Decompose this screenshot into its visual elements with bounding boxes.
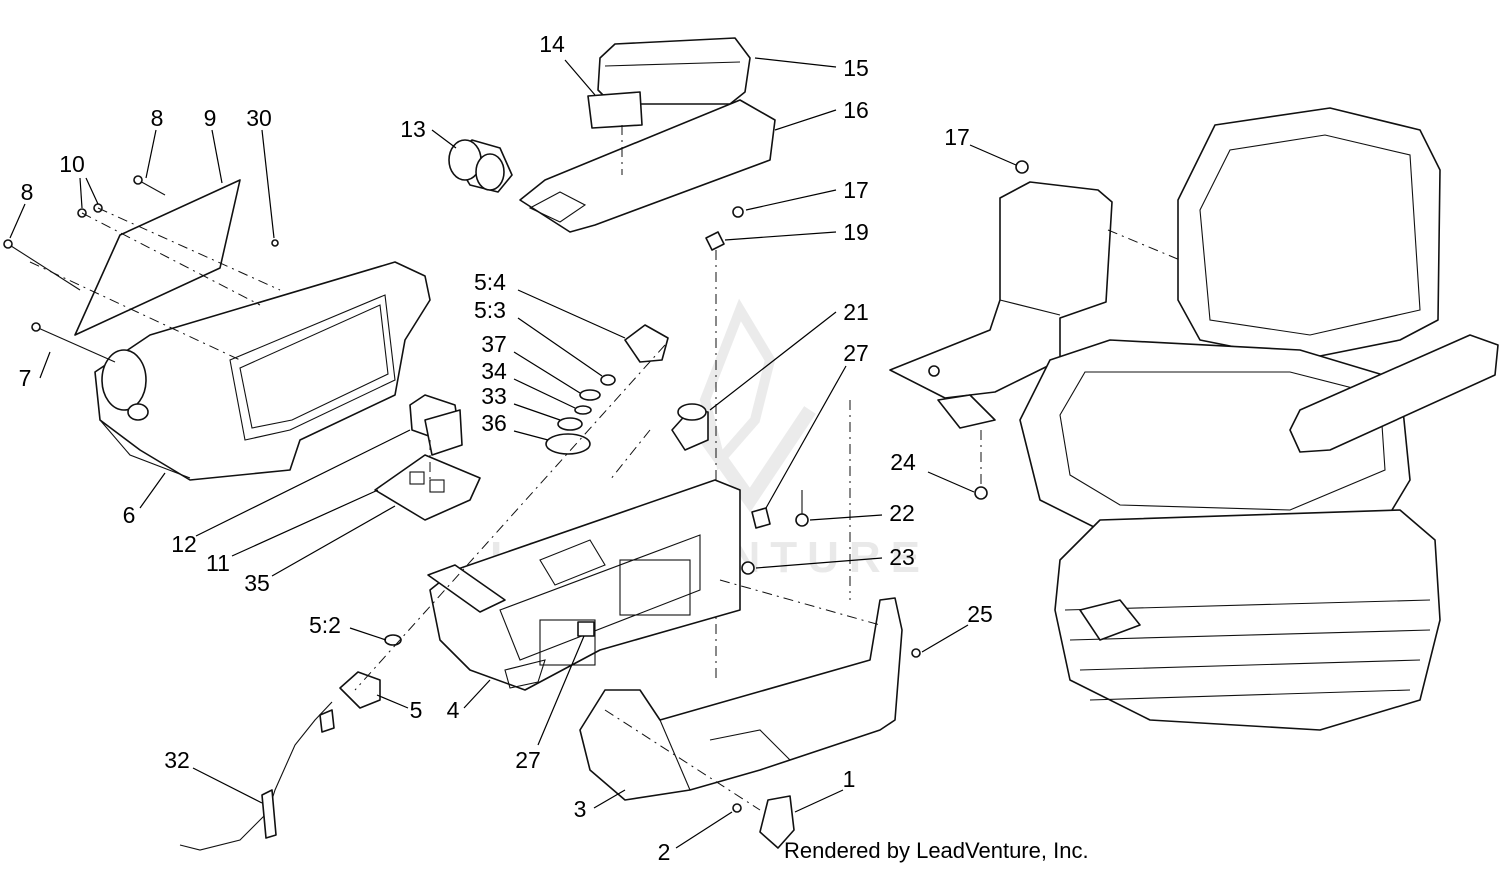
lower-cover-3 <box>579 400 921 849</box>
callout-c27a: 27 <box>843 340 869 366</box>
callout-c54: 5:4 <box>474 269 506 295</box>
connector-parts <box>179 324 809 851</box>
callout-c6: 6 <box>123 502 136 528</box>
seal-5-2 <box>384 634 402 646</box>
callout-c8b: 8 <box>21 179 34 205</box>
callout-c24: 24 <box>890 449 916 475</box>
nut-27-lower <box>577 621 595 637</box>
seat-suspension <box>1054 509 1441 731</box>
wire-harness-32 <box>179 701 333 851</box>
callout-c13: 13 <box>400 116 426 142</box>
callout-c52: 5:2 <box>309 612 341 638</box>
connector-5-4 <box>624 324 669 363</box>
callout-c10: 10 <box>59 151 85 177</box>
switch-and-plate <box>374 394 481 521</box>
callout-c2: 2 <box>658 839 671 865</box>
nut-27-upper <box>751 507 771 529</box>
callout-c5: 5 <box>410 697 423 723</box>
connector-5 <box>339 671 381 709</box>
callout-c36: 36 <box>481 410 507 436</box>
callout-c9: 9 <box>204 105 217 131</box>
plate-11 <box>374 454 481 521</box>
nut-23 <box>741 561 755 575</box>
washer-34 <box>574 405 592 415</box>
credit-text: Rendered by LeadVenture, Inc. <box>784 838 1089 863</box>
callout-c21: 21 <box>843 299 869 325</box>
gasket-36 <box>545 433 591 455</box>
callout-c53: 5:3 <box>474 297 506 323</box>
callout-c12: 12 <box>171 531 197 557</box>
seal-5-3 <box>600 374 616 386</box>
armrest-assembly <box>448 37 776 680</box>
callout-c16: 16 <box>843 97 869 123</box>
callout-c37: 37 <box>481 331 507 357</box>
callout-c15: 15 <box>843 55 869 81</box>
callout-c8a: 8 <box>151 105 164 131</box>
callout-c1: 1 <box>843 766 856 792</box>
console-frame-4 <box>427 479 741 691</box>
callout-c19: 19 <box>843 219 869 245</box>
bolt-22 <box>795 513 809 527</box>
callout-c11: 11 <box>206 550 230 576</box>
side-cover-6 <box>94 261 431 481</box>
callout-c30: 30 <box>246 105 272 131</box>
switch-1 <box>759 795 795 849</box>
callout-c32: 32 <box>164 747 190 773</box>
washer-33 <box>557 417 583 431</box>
callout-c4: 4 <box>447 697 460 723</box>
callout-c3: 3 <box>574 796 587 822</box>
callout-c23: 23 <box>889 544 915 570</box>
callout-c17b: 17 <box>944 124 970 150</box>
left-side-cover <box>3 175 431 481</box>
nut-17 <box>732 206 744 218</box>
callout-c35: 35 <box>244 570 270 596</box>
decal-panel-9 <box>74 179 241 336</box>
callout-c34: 34 <box>481 358 507 384</box>
bolt-24 <box>974 486 988 500</box>
seat-armrest <box>1289 334 1499 453</box>
callout-c27b: 27 <box>515 747 541 773</box>
clip-19 <box>705 231 725 251</box>
nut-17-seat <box>1015 160 1029 174</box>
leader-lines <box>9 57 1017 849</box>
armrest-base-16 <box>519 99 776 233</box>
seat-assembly <box>889 107 1499 731</box>
callout-c22: 22 <box>889 500 915 526</box>
callout-c33: 33 <box>481 383 507 409</box>
seat-back <box>1177 107 1441 361</box>
decal-14 <box>587 91 643 129</box>
callout-c17a: 17 <box>843 177 869 203</box>
screw-25 <box>911 648 921 658</box>
callout-c14: 14 <box>539 31 565 57</box>
screw-2 <box>732 803 742 813</box>
callout-c25: 25 <box>967 601 993 627</box>
callout-c7: 7 <box>19 365 32 391</box>
washer-37 <box>579 389 601 401</box>
